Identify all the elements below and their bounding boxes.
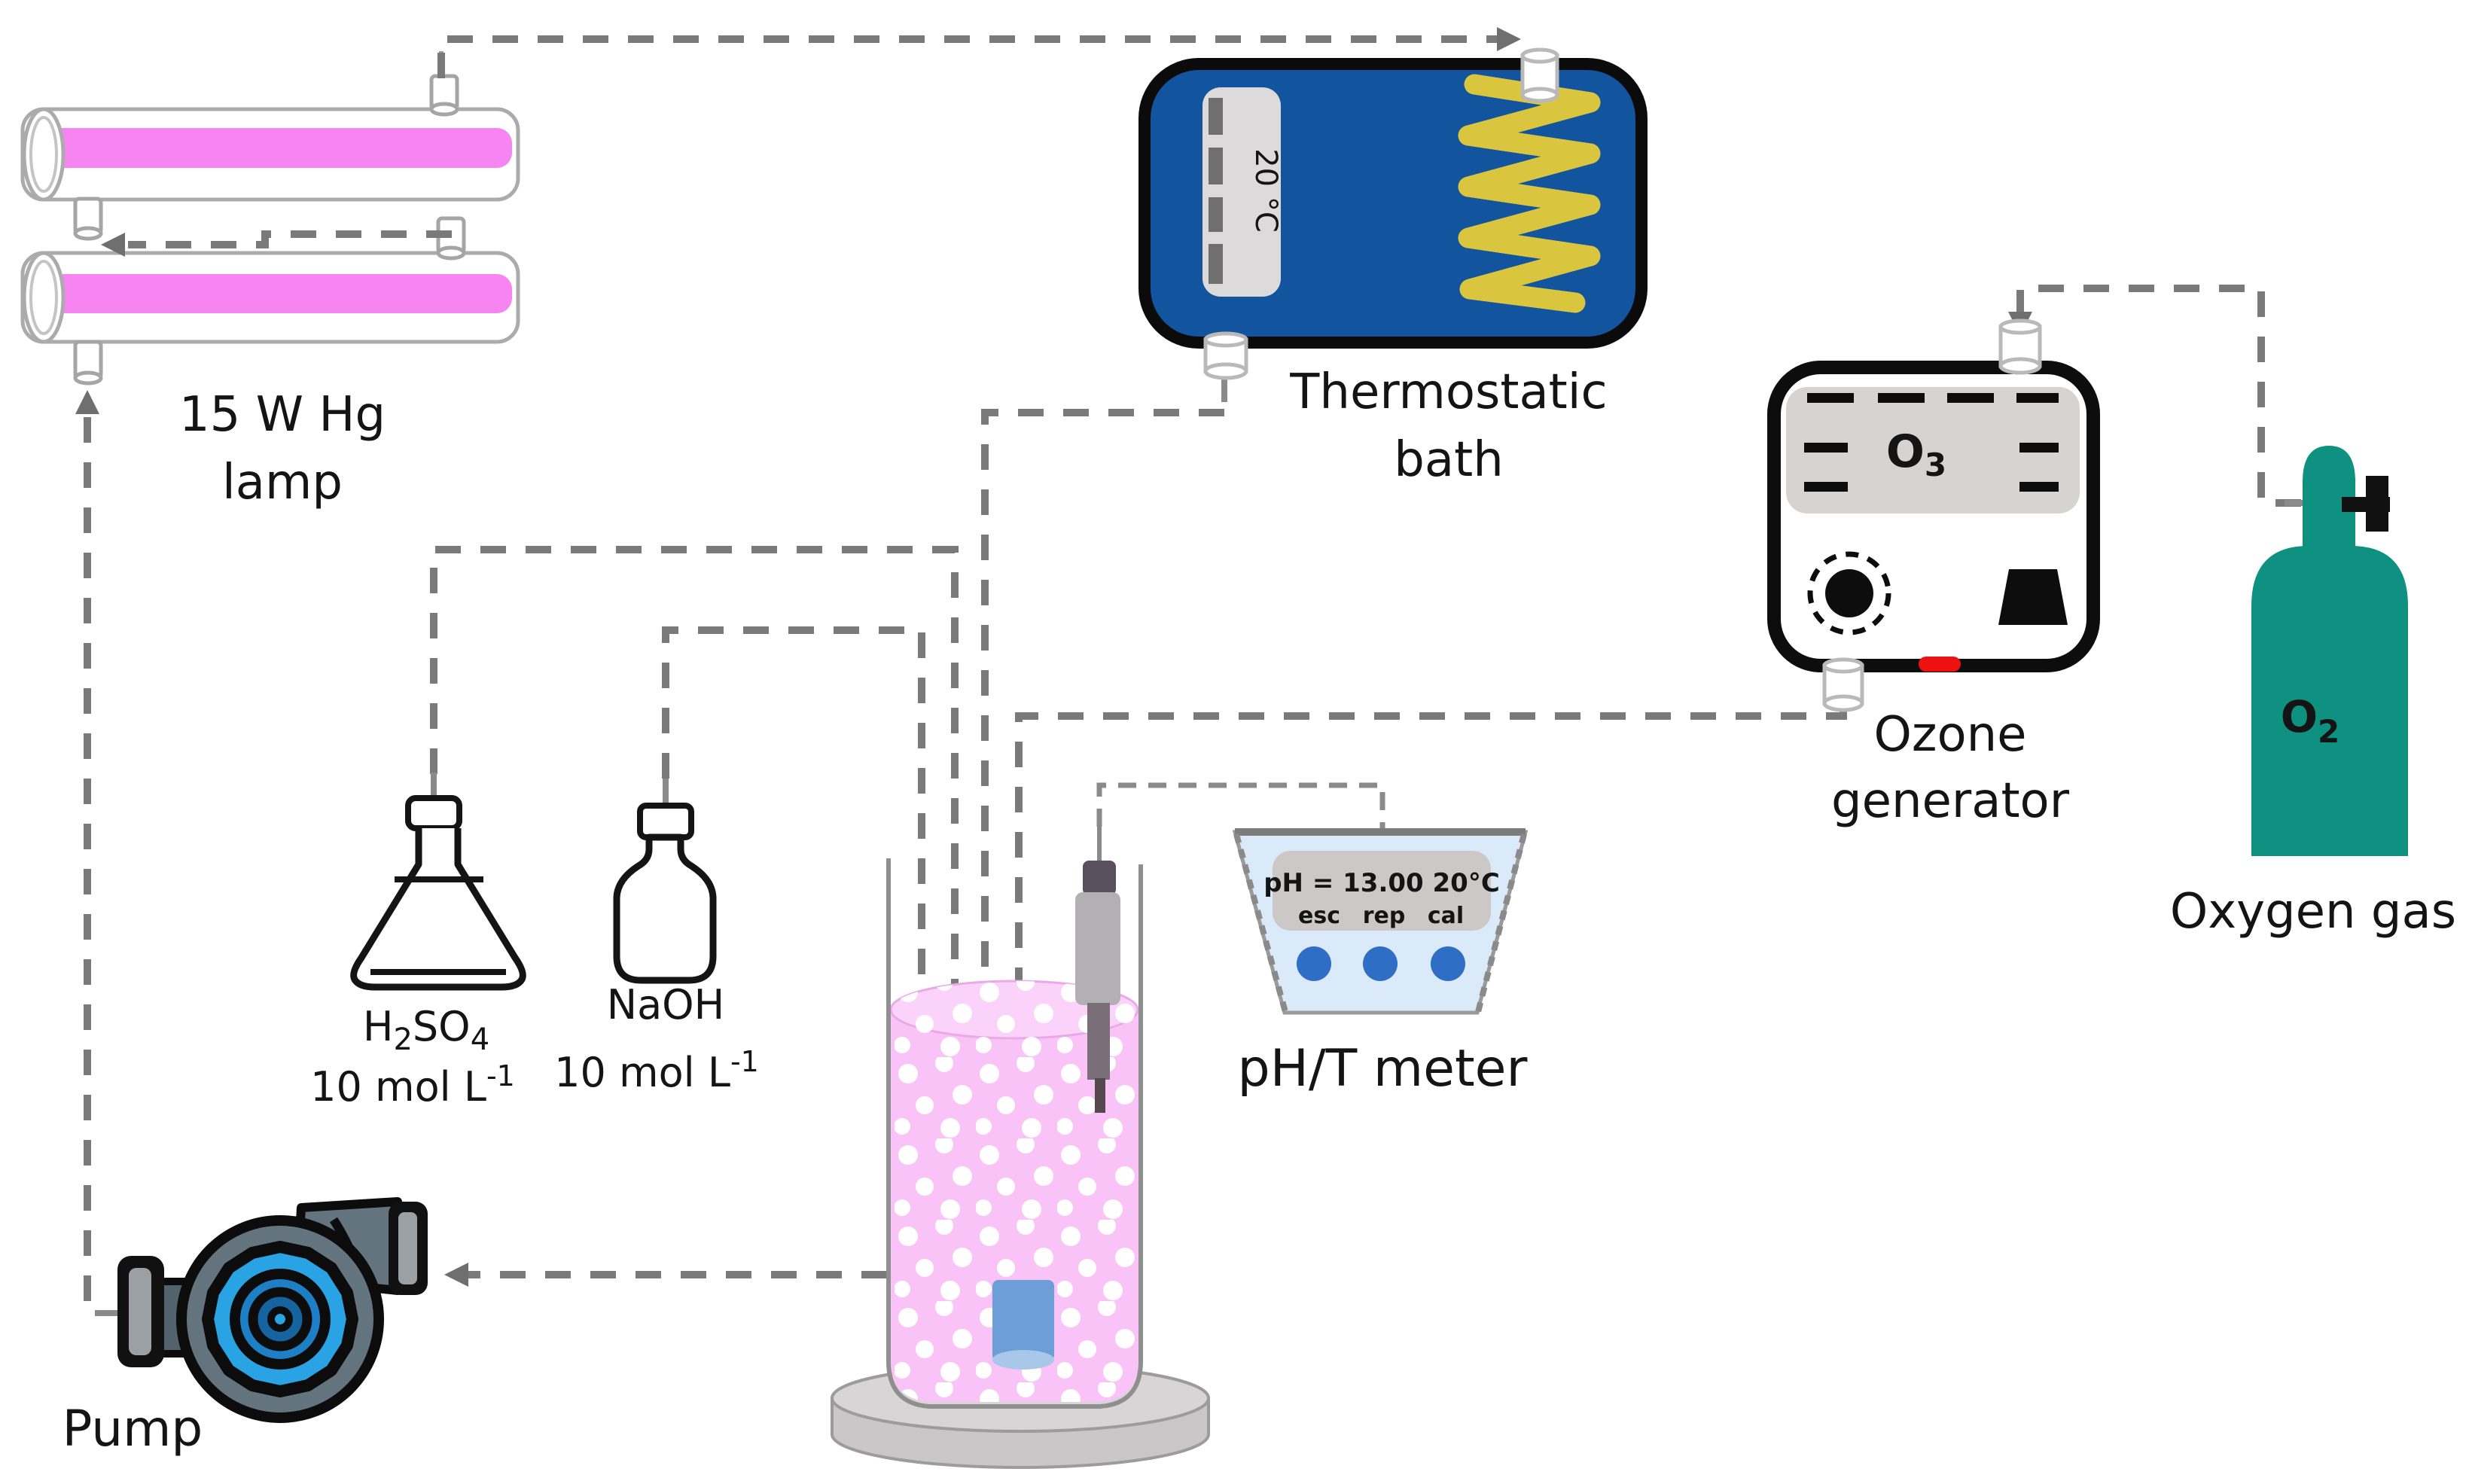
cylinder-neck bbox=[2303, 446, 2355, 557]
oxygen-label: Oxygen gas bbox=[2170, 884, 2456, 940]
ozone-indicator-light bbox=[1919, 657, 1961, 672]
heating-coil-icon bbox=[1458, 74, 1601, 313]
pump-label: Pump bbox=[62, 1400, 203, 1458]
ozone-panel-symbol: O3 bbox=[1886, 425, 1946, 483]
bottle-cap bbox=[637, 803, 694, 840]
line-lamp-to-bath bbox=[437, 35, 1512, 78]
beaker-glass-walls bbox=[886, 858, 1143, 1409]
meter-reading: pH = 13.00 20°C bbox=[1263, 868, 1500, 898]
electrode-shaft bbox=[1087, 1003, 1110, 1080]
naoh-bottle-icon bbox=[613, 803, 717, 984]
hg-lamp-icon bbox=[20, 51, 520, 385]
electrode-tip bbox=[1095, 1078, 1105, 1113]
naoh-concentration: 10 mol L-1 bbox=[554, 1045, 759, 1096]
meter-button-rep[interactable] bbox=[1363, 946, 1398, 981]
ozone-knob[interactable] bbox=[1825, 569, 1873, 617]
pump-icon bbox=[117, 1197, 428, 1423]
cylinder-body bbox=[2251, 546, 2408, 856]
arrow-into-bath bbox=[1497, 27, 1521, 51]
ozone-switch[interactable] bbox=[1998, 569, 2068, 625]
naoh-name: NaOH bbox=[607, 981, 725, 1028]
arrow-into-pump bbox=[444, 1263, 468, 1287]
cylinder-symbol: O2 bbox=[2281, 691, 2340, 750]
bath-label-line2: bath bbox=[1394, 432, 1504, 488]
ozone-label-line2: generator bbox=[1831, 773, 2070, 829]
lamp-tube-1-glow bbox=[38, 128, 512, 168]
h2so4-concentration: 10 mol L-1 bbox=[310, 1059, 515, 1111]
meter-key-esc-label: esc bbox=[1298, 903, 1340, 929]
diffuser-body bbox=[992, 1280, 1054, 1361]
meter-key-cal-label: cal bbox=[1428, 903, 1464, 929]
h2so4-formula: H2SO4 bbox=[363, 1003, 489, 1057]
line-naoh-to-reactor bbox=[662, 626, 925, 1143]
ph-meter-label: pH/T meter bbox=[1238, 1039, 1528, 1099]
ozone-generator-icon: O3 bbox=[1767, 318, 2100, 712]
ozone-label-line1: Ozone bbox=[1873, 707, 2026, 763]
electrode-cap bbox=[1083, 861, 1116, 895]
meter-button-cal[interactable] bbox=[1431, 946, 1465, 981]
meter-key-rep-label: rep bbox=[1363, 903, 1406, 929]
bottle-body bbox=[613, 833, 717, 984]
line-bath-to-reactor bbox=[981, 409, 1224, 1232]
bath-temperature-readout: 20 °C bbox=[1248, 148, 1283, 233]
meter-button-esc[interactable] bbox=[1297, 946, 1331, 981]
thermostatic-bath-icon: 20 °C bbox=[1138, 47, 1648, 380]
hg-lamp-label-line2: lamp bbox=[222, 455, 343, 510]
bath-display-scale-marks bbox=[1209, 98, 1223, 284]
oxygen-cylinder-icon: O2 bbox=[2251, 446, 2408, 856]
line-lamp2-to-lamp1 bbox=[128, 230, 452, 248]
wire-electrode-to-meter bbox=[1096, 782, 1385, 830]
flask-cap bbox=[405, 795, 462, 831]
h2so4-flask-icon bbox=[350, 795, 526, 991]
ozone-knob-ring bbox=[1807, 551, 1891, 635]
gas-diffuser-icon bbox=[992, 1280, 1054, 1370]
ozone-panel-marks bbox=[1804, 393, 2059, 492]
hg-lamp-label-line1: 15 W Hg bbox=[179, 387, 386, 443]
line-h2so4-to-reactor bbox=[430, 546, 959, 1075]
ph-electrode-icon bbox=[1075, 861, 1120, 1113]
ozone-panel bbox=[1786, 387, 2080, 513]
diffuser-bottom bbox=[992, 1350, 1054, 1370]
arrow-into-lamp2 bbox=[75, 390, 99, 414]
lamp-tube-2-glow bbox=[38, 274, 512, 313]
ph-meter-icon: pH = 13.00 20°C esc rep cal bbox=[1232, 828, 1529, 1015]
electrode-body bbox=[1075, 892, 1120, 1005]
bath-label-line1: Thermostatic bbox=[1289, 364, 1607, 420]
arrow-into-lamp1 bbox=[101, 233, 125, 257]
line-oxygen-to-ozone bbox=[2016, 285, 2301, 507]
electrode-wire bbox=[1096, 782, 1385, 830]
flask-body bbox=[350, 828, 526, 991]
meter-display bbox=[1273, 851, 1491, 931]
